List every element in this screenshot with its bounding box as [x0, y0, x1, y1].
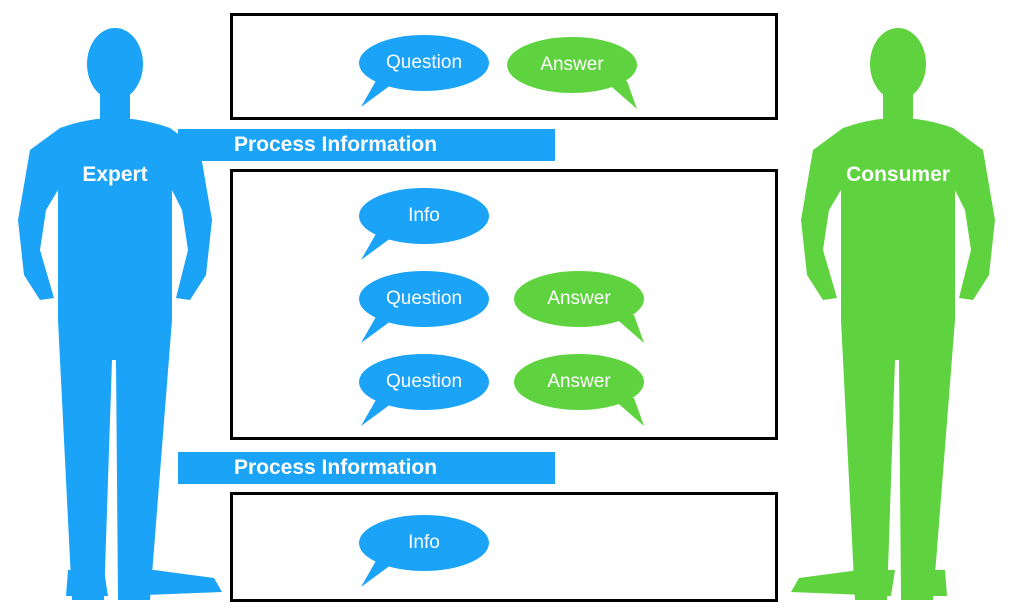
speech-bubble-icon	[359, 188, 489, 260]
person-silhouette-icon	[18, 28, 222, 600]
process-information-label: Process Information	[234, 133, 438, 156]
exchange-panel-1	[230, 13, 778, 120]
consumer-figure: Consumer	[783, 0, 1013, 616]
expert-label: Expert	[82, 163, 148, 186]
info-bubble: Info	[359, 515, 493, 589]
answer-bubble: Answer	[507, 37, 641, 111]
speech-bubble-icon	[359, 354, 489, 426]
answer-bubble: Answer	[514, 271, 648, 345]
bubble-text: Question	[385, 52, 463, 73]
info-bubble: Info	[359, 188, 493, 262]
question-bubble: Question	[359, 354, 493, 428]
process-information-label: Process Information	[234, 456, 438, 479]
process-information-bar: Process Information	[178, 129, 555, 161]
speech-bubble-icon	[359, 35, 489, 107]
speech-bubble-icon	[359, 271, 489, 343]
answer-bubble: Answer	[514, 354, 648, 428]
expert-figure: Expert	[0, 0, 230, 616]
question-bubble: Question	[359, 271, 493, 345]
bubble-text: Answer	[540, 54, 604, 75]
exchange-panel-2	[230, 169, 778, 440]
consumer-label: Consumer	[846, 163, 950, 186]
speech-bubble-icon	[514, 271, 644, 343]
bubble-text: Answer	[547, 288, 611, 309]
bubble-text: Answer	[547, 371, 611, 392]
speech-bubble-icon	[514, 354, 644, 426]
bubble-text: Question	[385, 371, 463, 392]
question-bubble: Question	[359, 35, 493, 109]
exchange-panel-3	[230, 492, 778, 602]
bubble-text: Question	[385, 288, 463, 309]
person-silhouette-icon	[791, 28, 995, 600]
bubble-text: Info	[408, 205, 440, 226]
bubble-text: Info	[408, 532, 440, 553]
process-information-bar: Process Information	[178, 452, 555, 484]
speech-bubble-icon	[507, 37, 637, 109]
speech-bubble-icon	[359, 515, 489, 587]
